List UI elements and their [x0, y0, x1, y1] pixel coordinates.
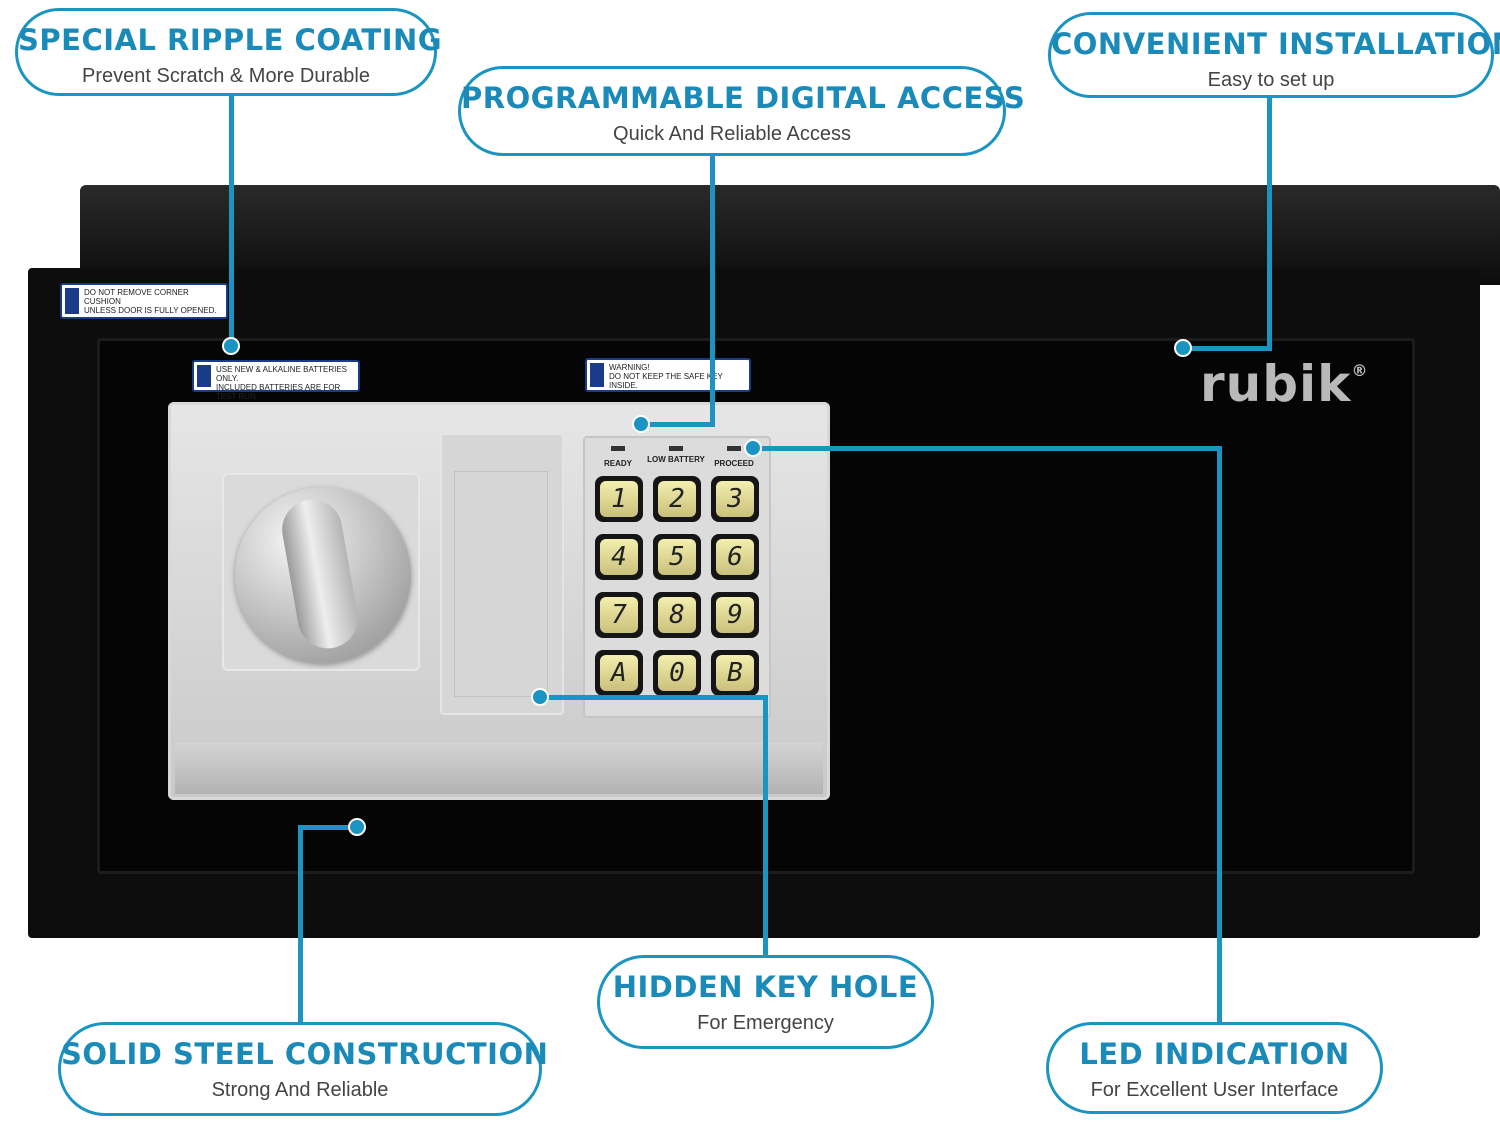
knob-grip	[277, 494, 363, 654]
ripple-connector	[229, 92, 234, 348]
door-knob[interactable]	[235, 487, 411, 663]
callout-subtitle: For Emergency	[697, 1012, 834, 1034]
callout-title: SPECIAL RIPPLE COATING	[18, 23, 443, 57]
steel-connector-vertical	[298, 825, 303, 1025]
ripple-coating-callout: SPECIAL RIPPLE COATING Prevent Scratch &…	[15, 8, 443, 96]
led-connector-horizontal	[752, 446, 1222, 451]
digital-connector-vertical	[710, 153, 715, 426]
proceed-label: PROCEED	[714, 459, 754, 468]
low-battery-led	[669, 446, 683, 451]
brand-name: rubik	[1200, 355, 1352, 413]
proceed-led	[727, 446, 741, 451]
ripple-dot	[222, 337, 240, 355]
warning-sticker: WARNING! DO NOT KEEP THE SAFE KEY INSIDE…	[585, 358, 751, 392]
key-8[interactable]: 8	[653, 592, 701, 638]
sticker-line: UNLESS DOOR IS FULLY OPENED.	[84, 306, 217, 315]
led-connector-vertical	[1217, 446, 1222, 1026]
hidden-key-hole-callout: HIDDEN KEY HOLE For Emergency	[597, 955, 934, 1049]
sticker-line: USE NEW & ALKALINE BATTERIES ONLY.	[216, 365, 347, 383]
key-a[interactable]: A	[595, 650, 643, 696]
led-indication-callout: LED INDICATION For Excellent User Interf…	[1046, 1022, 1383, 1114]
sticker-line: DO NOT REMOVE CORNER CUSHION	[84, 288, 189, 306]
sticker-line: WARNING!	[609, 363, 650, 372]
callout-subtitle: Prevent Scratch & More Durable	[82, 65, 370, 87]
installation-dot	[1174, 339, 1192, 357]
steel-dot	[348, 818, 366, 836]
key-label: 9	[716, 597, 754, 633]
key-label: 8	[658, 597, 696, 633]
key-0[interactable]: 0	[653, 650, 701, 696]
ready-label: READY	[603, 459, 632, 468]
low-battery-label: LOW BATTERY	[647, 455, 705, 464]
keyhole-dot	[531, 688, 549, 706]
key-4[interactable]: 4	[595, 534, 643, 580]
key-label: 6	[716, 539, 754, 575]
sticker-line: DO NOT KEEP THE SAFE KEY INSIDE.	[609, 372, 723, 390]
key-hole-cover[interactable]	[440, 433, 564, 715]
key-label: 7	[600, 597, 638, 633]
callout-subtitle: Easy to set up	[1207, 69, 1335, 91]
steel-connector-horizontal	[298, 825, 360, 830]
keyhole-connector-vertical	[763, 695, 768, 957]
key-5[interactable]: 5	[653, 534, 701, 580]
brand-logo: rubik®	[1200, 355, 1368, 413]
key-9[interactable]: 9	[711, 592, 759, 638]
key-label: 5	[658, 539, 696, 575]
callout-title: CONVENIENT INSTALLATION	[1051, 27, 1500, 61]
key-7[interactable]: 7	[595, 592, 643, 638]
keypad: READY LOW BATTERY PROCEED 1 2 3 4 5 6 7 …	[583, 436, 771, 718]
sticker-line: INCLUDED BATTERIES ARE FOR TEST RUN.	[216, 383, 341, 401]
rubik-sticker-logo	[590, 363, 604, 387]
callout-title: LED INDICATION	[1079, 1037, 1350, 1071]
callout-title: HIDDEN KEY HOLE	[612, 970, 919, 1004]
key-hole-frame	[454, 471, 548, 697]
key-1[interactable]: 1	[595, 476, 643, 522]
key-label: 1	[600, 481, 638, 517]
key-6[interactable]: 6	[711, 534, 759, 580]
ready-led	[611, 446, 625, 451]
key-label: 2	[658, 481, 696, 517]
rubik-sticker-logo	[65, 288, 79, 314]
registered-mark: ®	[1351, 361, 1369, 380]
panel-ledge	[175, 742, 823, 794]
keyhole-connector-horizontal	[540, 695, 768, 700]
key-label: 3	[716, 481, 754, 517]
key-label: A	[600, 655, 638, 691]
callout-title: SOLID STEEL CONSTRUCTION	[61, 1037, 549, 1071]
digital-dot	[632, 415, 650, 433]
callout-title: PROGRAMMABLE DIGITAL ACCESS	[461, 81, 1026, 115]
cushion-sticker: DO NOT REMOVE CORNER CUSHION UNLESS DOOR…	[60, 283, 228, 319]
digital-access-callout: PROGRAMMABLE DIGITAL ACCESS Quick And Re…	[458, 66, 1026, 156]
key-2[interactable]: 2	[653, 476, 701, 522]
installation-connector-horizontal	[1182, 346, 1272, 351]
callout-subtitle: Strong And Reliable	[211, 1079, 389, 1101]
key-3[interactable]: 3	[711, 476, 759, 522]
led-dot	[744, 439, 762, 457]
rubik-sticker-logo	[197, 365, 211, 387]
steel-construction-callout: SOLID STEEL CONSTRUCTION Strong And Reli…	[58, 1022, 549, 1116]
key-b[interactable]: B	[711, 650, 759, 696]
callout-subtitle: For Excellent User Interface	[1090, 1079, 1339, 1101]
key-label: B	[716, 655, 754, 691]
installation-callout: CONVENIENT INSTALLATION Easy to set up	[1048, 12, 1500, 98]
battery-sticker: USE NEW & ALKALINE BATTERIES ONLY. INCLU…	[192, 360, 360, 401]
key-label: 0	[658, 655, 696, 691]
callout-subtitle: Quick And Reliable Access	[613, 123, 851, 145]
key-label: 4	[600, 539, 638, 575]
installation-connector-vertical	[1267, 95, 1272, 351]
digital-connector-horizontal	[640, 422, 715, 427]
